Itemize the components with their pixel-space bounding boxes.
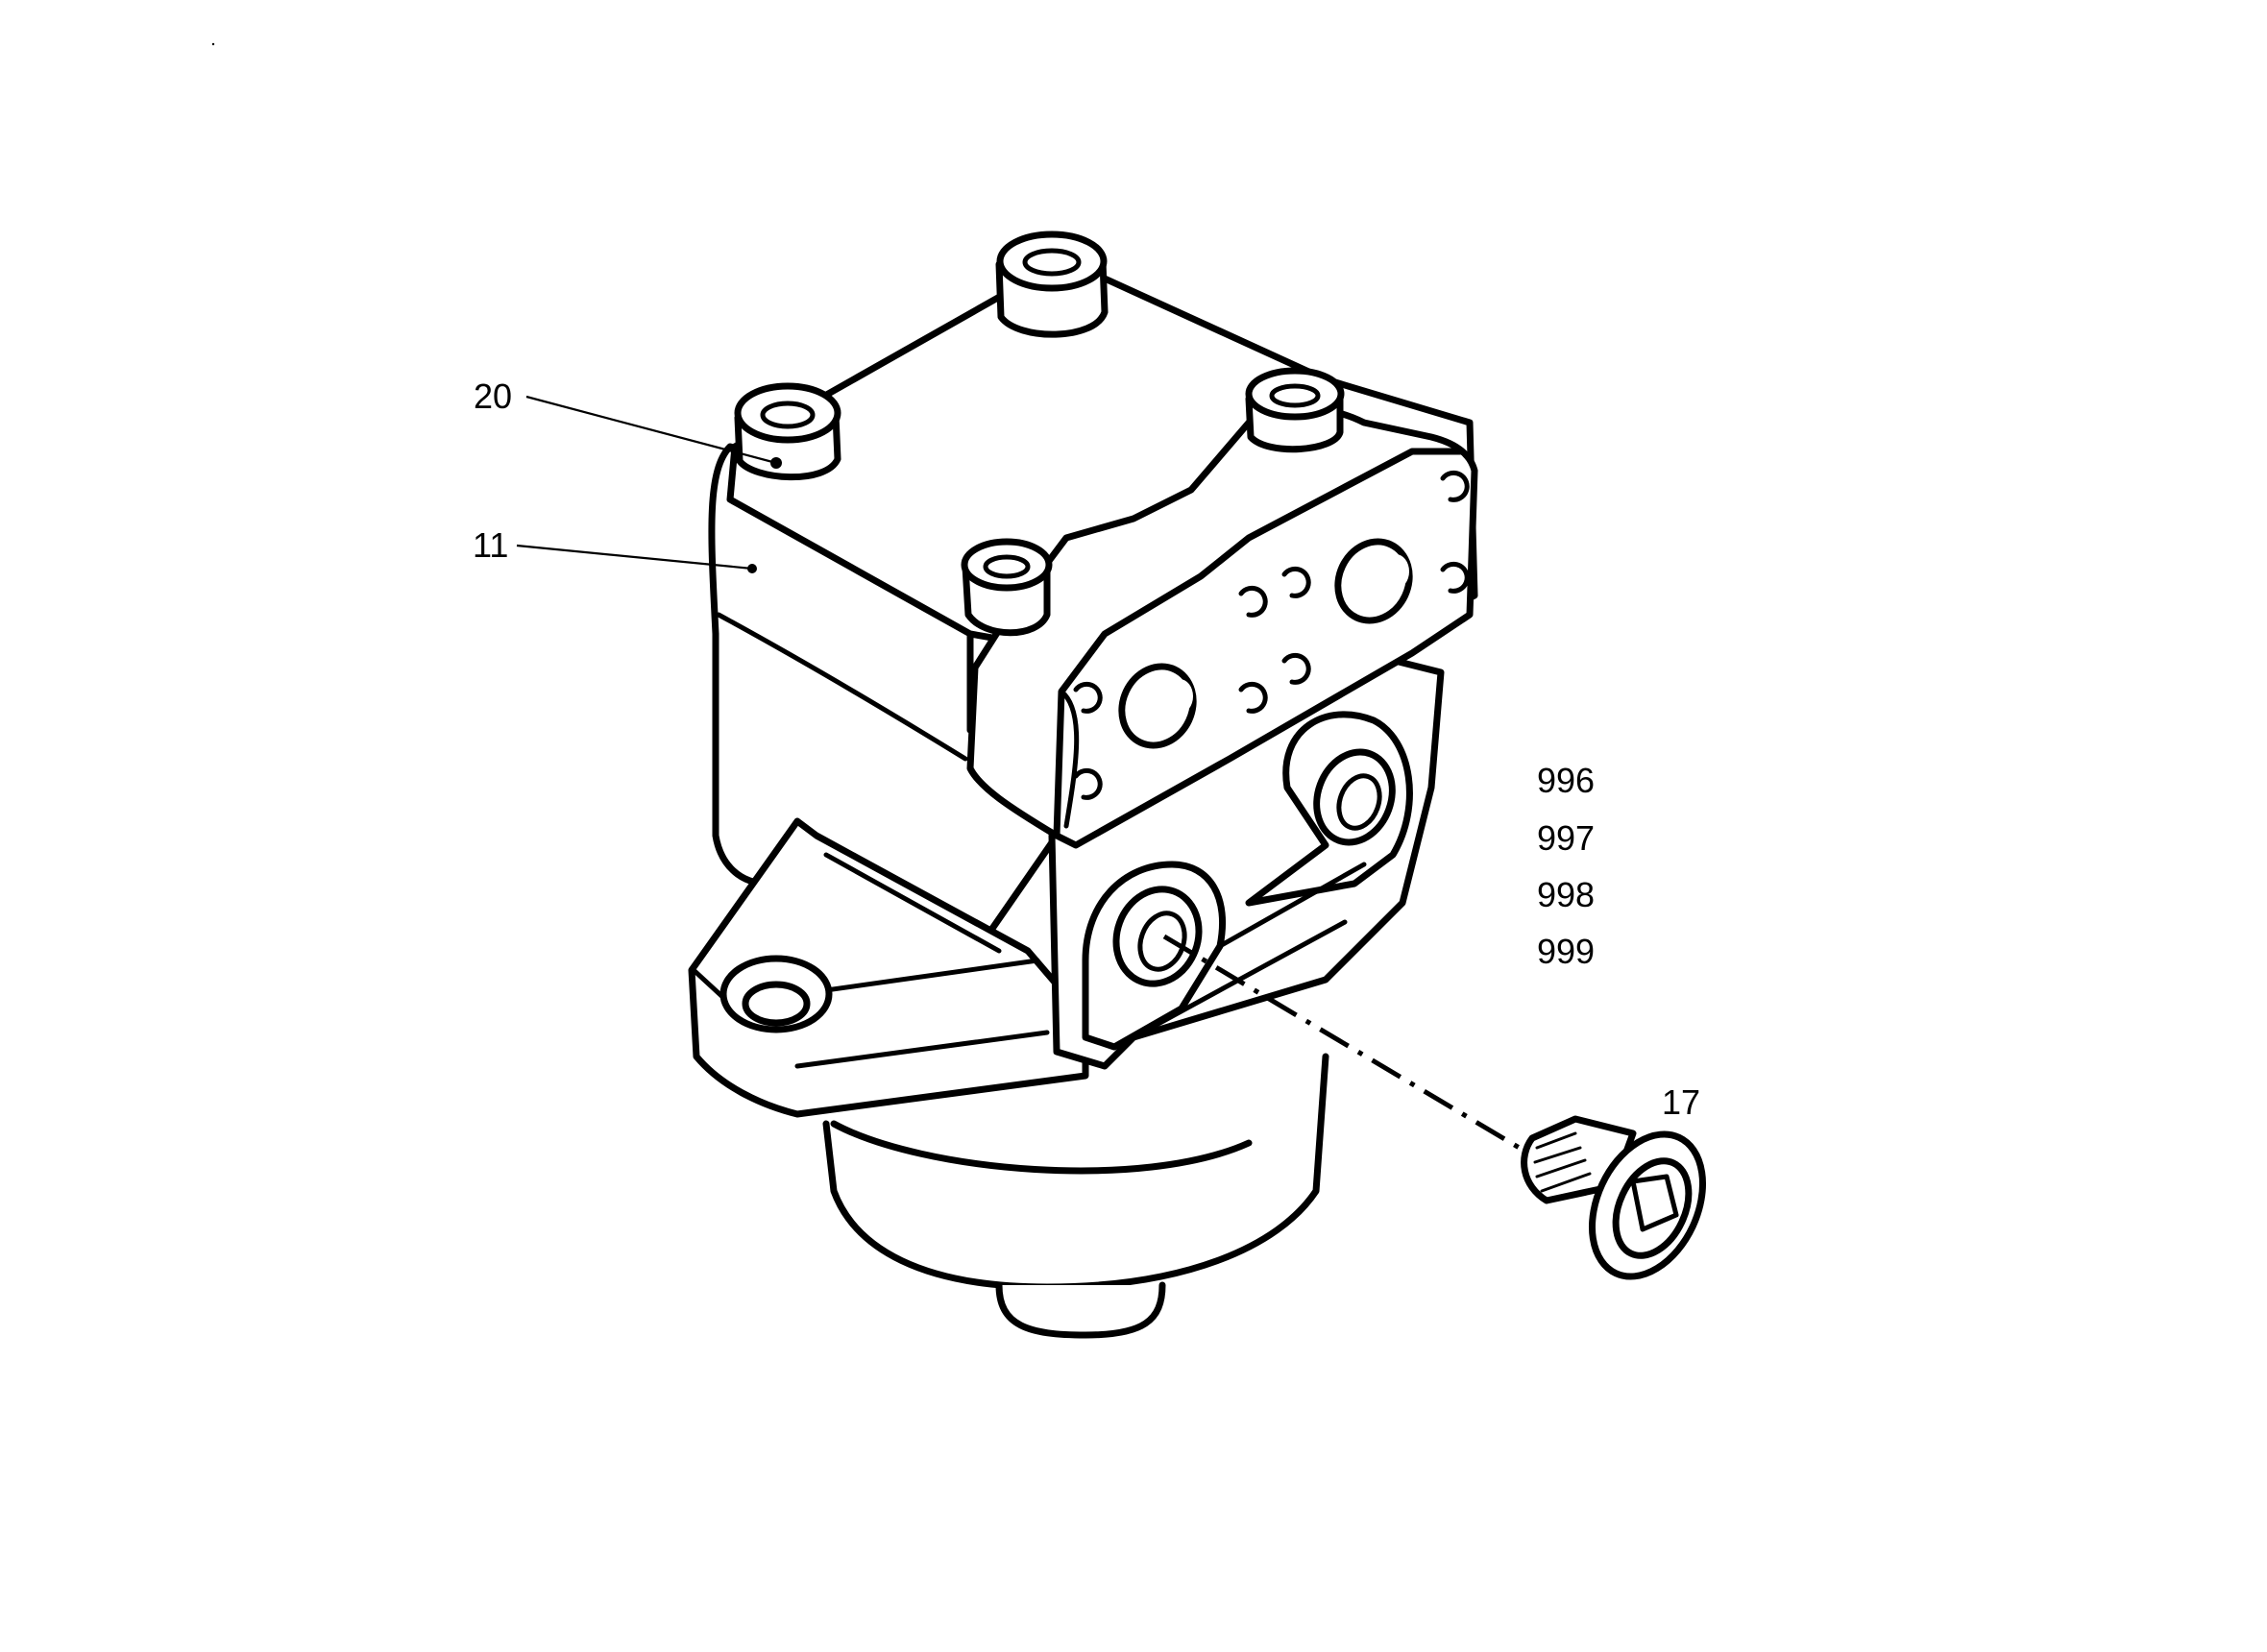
callout-11: 11 — [473, 525, 509, 565]
cover-bolt-right — [1245, 367, 1345, 453]
lower-cylinder-body — [822, 1053, 1329, 1339]
cover-bolt-front — [961, 538, 1053, 637]
plug-screw — [1521, 1115, 1707, 1280]
leader-line-11 — [516, 544, 753, 571]
scan-speck — [211, 42, 215, 46]
callout-996: 996 — [1537, 761, 1596, 800]
callout-17: 17 — [1662, 1082, 1701, 1122]
callout-999: 999 — [1537, 932, 1596, 971]
leader-dot-20 — [771, 458, 781, 468]
mounting-flange — [688, 817, 1089, 1118]
valve-housing — [1048, 649, 1445, 1070]
leader-line-20 — [525, 395, 777, 465]
cover-bolt-front-left — [734, 382, 841, 481]
leader-dot-11 — [747, 564, 757, 573]
callout-998: 998 — [1537, 875, 1596, 914]
cover-bolt-top — [995, 231, 1109, 338]
assembly-axis-line — [1162, 934, 1529, 1155]
callout-20: 20 — [474, 377, 513, 416]
callout-997: 997 — [1537, 818, 1596, 858]
